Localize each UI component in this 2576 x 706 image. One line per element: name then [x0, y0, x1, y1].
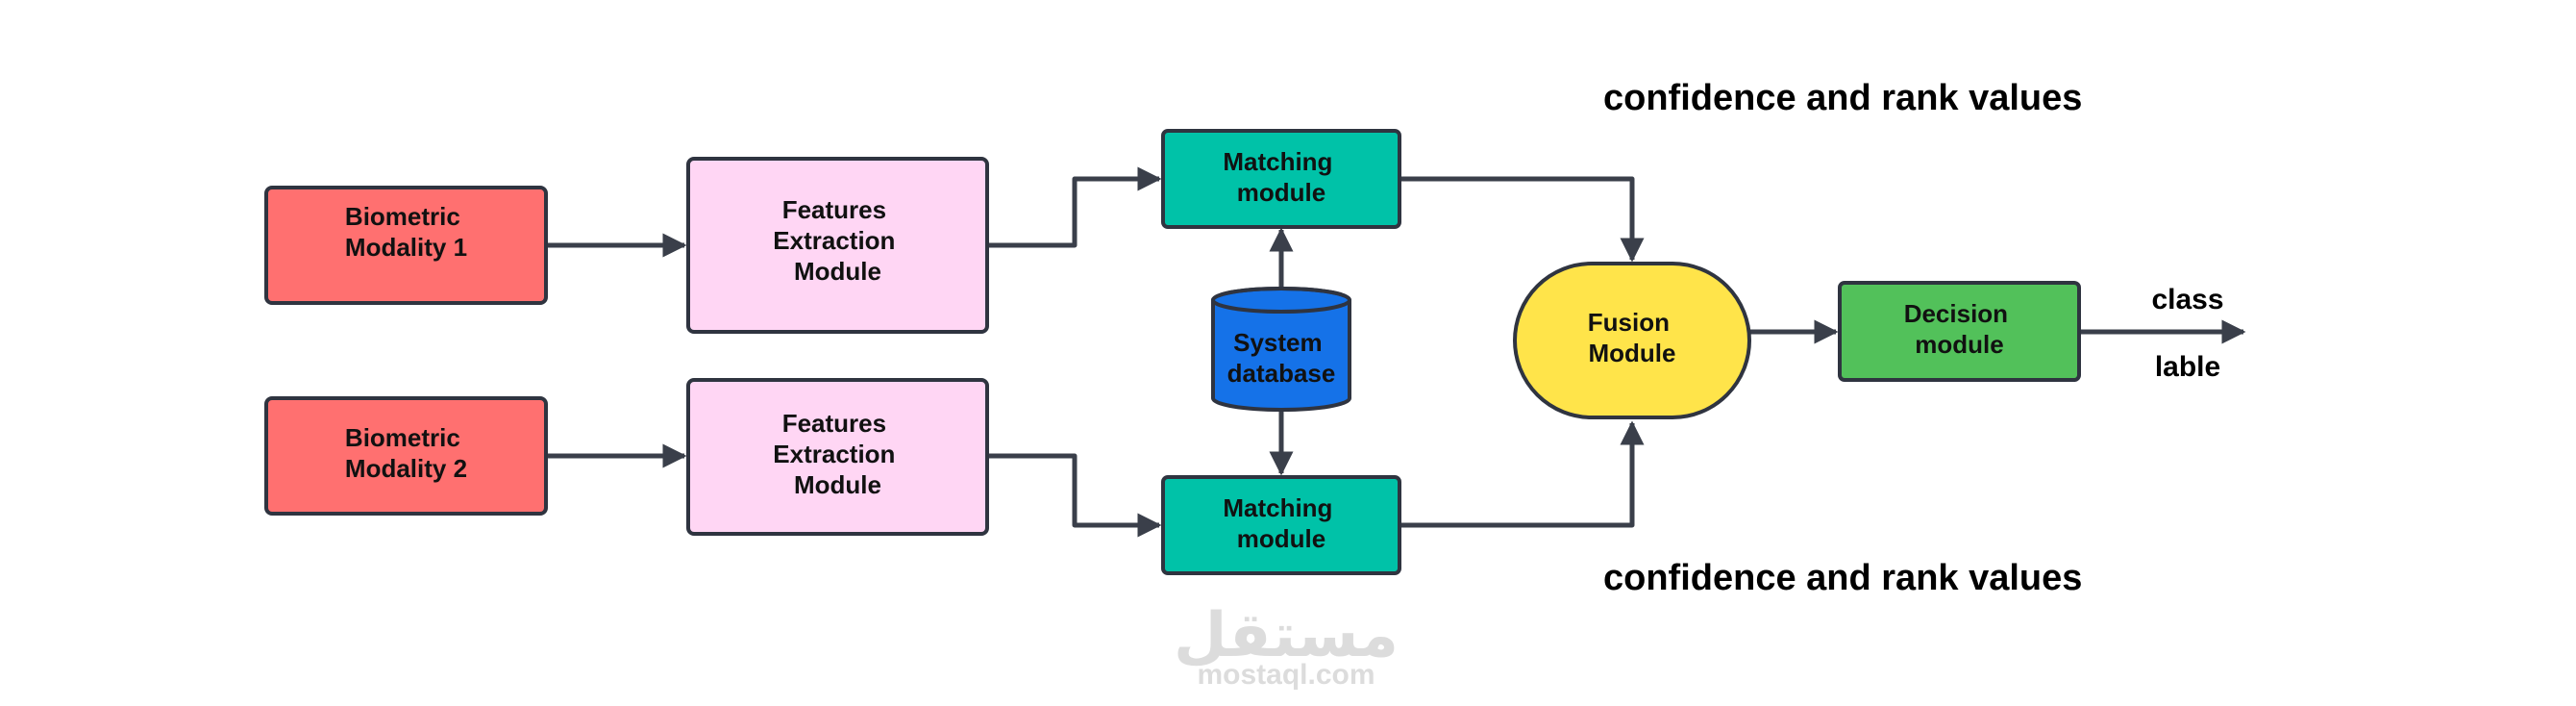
node-database: System database [1211, 287, 1351, 412]
node-matching2-line-2: module [1237, 524, 1325, 553]
node-features1: Features Extraction Module [686, 157, 989, 334]
node-features1-box [686, 157, 989, 334]
output-label-class: class [2151, 284, 2223, 315]
edges [546, 166, 2246, 538]
svg-text:Biometric Modality 1: Biometric Modality 1 [345, 202, 467, 262]
node-decision-line-2: module [1915, 330, 2003, 359]
node-fusion: Fusion Module [1513, 262, 1751, 419]
node-modality1-line-1: Biometric [345, 202, 460, 231]
node-decision-box [1838, 281, 2081, 382]
node-matching1-line-2: module [1237, 178, 1325, 207]
svg-text:Features Extraction: Features Extraction Module [773, 195, 902, 286]
node-matching1-line-1: Matching [1223, 147, 1332, 176]
svg-text:Matching module: Matching module [1223, 147, 1339, 207]
node-modality1-line-2: Modality 1 [345, 233, 467, 262]
svg-text:Features Extraction: Features Extraction Module [773, 409, 902, 499]
edge-features1-to-matching1 [987, 166, 1162, 248]
node-features2-box [686, 378, 989, 536]
node-matching1-box [1161, 129, 1401, 229]
node-features1-line-1: Features [782, 195, 886, 224]
node-features1-line-3: Module [794, 257, 881, 286]
node-database-line-2: database [1227, 359, 1336, 388]
node-features1-line-2: Extraction [773, 226, 895, 255]
node-database-line-1: System [1233, 328, 1323, 357]
node-modality2-box [264, 396, 548, 516]
edge-matching2-to-fusion [1399, 420, 1645, 528]
node-decision: Decision module [1838, 281, 2081, 382]
node-features2-line-1: Features [782, 409, 886, 438]
edge-matching1-to-fusion [1399, 176, 1645, 263]
node-fusion-line-2: Module [1589, 339, 1676, 367]
node-matching2-box [1161, 475, 1401, 575]
watermark-arabic: مستقل [1174, 600, 1399, 671]
output-label-lable: lable [2155, 351, 2220, 383]
node-fusion-line-1: Fusion [1588, 308, 1670, 337]
node-matching2-line-1: Matching [1223, 493, 1332, 522]
node-matching1: Matching module [1161, 129, 1401, 229]
watermark: مستقل mostaql.com [1174, 600, 1399, 691]
svg-text:Fusion Module: Fusion Module [1588, 308, 1676, 367]
node-features2-line-2: Extraction [773, 440, 895, 468]
confidence-label-bottom: confidence and rank values [1603, 558, 2082, 598]
svg-text:Decision module: Decision module [1904, 299, 2016, 359]
node-matching2: Matching module [1161, 475, 1401, 575]
node-decision-line-1: Decision [1904, 299, 2008, 328]
edge-features2-to-matching2 [987, 453, 1162, 538]
node-modality1-box [264, 186, 548, 305]
node-features2: Features Extraction Module [686, 378, 989, 536]
svg-text:System database: System database [1227, 328, 1336, 388]
node-modality2: Biometric Modality 2 [264, 396, 548, 516]
node-modality2-line-2: Modality 2 [345, 454, 467, 483]
node-modality1: Biometric Modality 1 [264, 186, 548, 305]
confidence-label-top: confidence and rank values [1603, 78, 2082, 118]
svg-text:Matching module: Matching module [1223, 493, 1339, 553]
node-features2-line-3: Module [794, 470, 881, 499]
svg-text:Biometric Modality 2: Biometric Modality 2 [345, 423, 467, 483]
node-modality2-line-1: Biometric [345, 423, 460, 452]
node-database-top-rim [1211, 287, 1351, 314]
node-fusion-box [1513, 262, 1751, 419]
watermark-latin: mostaql.com [1197, 659, 1375, 691]
